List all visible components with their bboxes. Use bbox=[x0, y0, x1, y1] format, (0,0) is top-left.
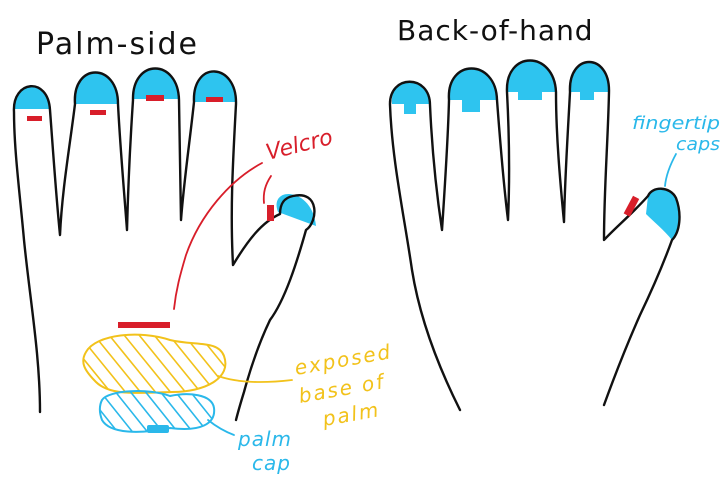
fingertip-cap-index-back-tab bbox=[404, 100, 416, 114]
palm-cap-area bbox=[80, 385, 248, 445]
fingertip-caps-leader-line bbox=[665, 154, 676, 186]
fingertip-cap-ring-palm bbox=[133, 69, 179, 99]
velcro-strip-middle bbox=[90, 110, 106, 115]
palm-cap-velcro-patch bbox=[147, 425, 169, 433]
back-of-hand-title: Back-of-hand bbox=[397, 14, 594, 47]
fingertip-cap-pinky-back bbox=[570, 62, 609, 92]
fingertip-caps-label-line2: caps bbox=[676, 134, 720, 155]
palm-hand-outline bbox=[14, 69, 315, 421]
velcro-strip-pinky bbox=[206, 97, 223, 102]
fingertip-cap-middle-back-tab bbox=[462, 96, 480, 112]
velcro-strip-thumb bbox=[267, 205, 274, 221]
fingertip-cap-index-palm bbox=[14, 86, 50, 109]
fingertip-cap-ring-back-tab bbox=[518, 88, 542, 100]
fingertip-cap-middle-back bbox=[449, 69, 497, 101]
velcro-strip-ring bbox=[146, 95, 164, 101]
palm-side-hand bbox=[14, 69, 316, 446]
fingertip-cap-ring-back bbox=[507, 61, 556, 93]
fingertip-cap-middle-palm bbox=[75, 73, 117, 105]
palm-cap-leader-line bbox=[208, 420, 234, 435]
palm-side-title: Palm-side bbox=[36, 27, 199, 62]
velcro-strip-wrist bbox=[118, 322, 170, 328]
velcro-strip-index bbox=[27, 116, 42, 121]
velcro-leader-line-wrist bbox=[174, 163, 262, 309]
fingertip-caps-label-line1: fingertip bbox=[632, 113, 720, 134]
velcro-label: Velcro bbox=[263, 125, 335, 166]
fingertip-cap-pinky-back-tab bbox=[580, 88, 594, 100]
velcro-leader-line-thumb bbox=[264, 176, 271, 203]
exposed-palm-leader-line bbox=[218, 376, 292, 382]
palm-cap-label-line1: palm bbox=[237, 427, 292, 451]
palm-cap-label-line2: cap bbox=[252, 451, 291, 475]
